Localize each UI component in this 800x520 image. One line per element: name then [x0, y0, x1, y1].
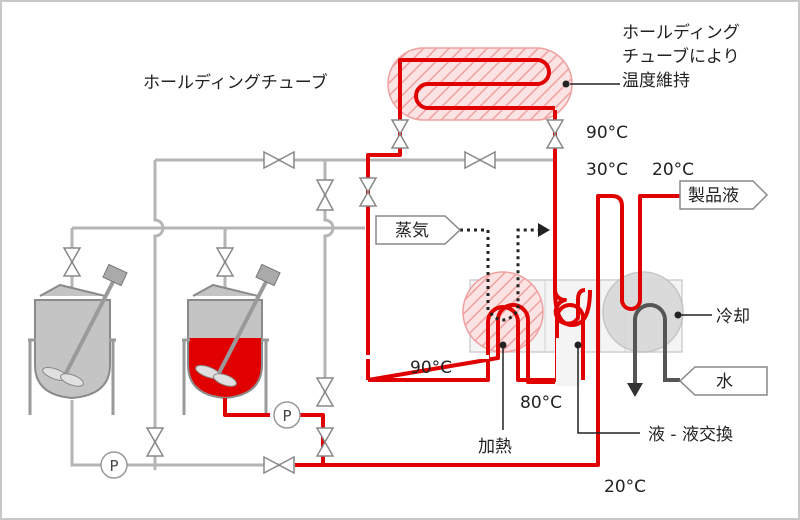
leaders: [502, 83, 712, 434]
svg-text:製品液: 製品液: [688, 186, 739, 206]
tank-right: [182, 263, 281, 415]
temp-90-right: 90°C: [586, 123, 628, 143]
product-line: [223, 58, 680, 467]
heating-label: 加熱: [478, 437, 512, 457]
pump-right: P: [273, 401, 301, 429]
utility-piping: [70, 158, 555, 470]
product-line-clean: [368, 303, 585, 382]
svg-text:P: P: [282, 407, 291, 425]
valves: [62, 119, 565, 475]
temp-30: 30°C: [586, 160, 628, 180]
holding-tube-label: ホールディングチューブ: [143, 72, 328, 93]
water-box: 水: [678, 366, 768, 396]
cooling-label: 冷却: [716, 307, 750, 327]
temp-90-left: 90°C: [410, 358, 452, 378]
tank-left: [28, 263, 128, 415]
heating-zone: [462, 271, 544, 353]
exchange-label: 液 - 液交換: [648, 425, 733, 445]
temp-20-top: 20°C: [652, 160, 694, 180]
product-box: 製品液: [679, 180, 769, 210]
holding-note-1: ホールディング: [622, 22, 740, 43]
temp-20-bottom: 20°C: [604, 477, 646, 497]
cooling-zone: [602, 271, 684, 353]
pump-left: P: [100, 451, 128, 479]
steam-box: 蒸気: [375, 215, 462, 245]
svg-text:P: P: [109, 457, 118, 475]
svg-text:蒸気: 蒸気: [395, 221, 429, 241]
holding-note-2: チューブにより: [622, 46, 740, 67]
holding-note-3: 温度維持: [622, 71, 690, 91]
steam-path: [460, 228, 540, 322]
water-path: [633, 303, 680, 385]
svg-text:水: 水: [716, 372, 733, 392]
temp-80: 80°C: [520, 393, 562, 413]
